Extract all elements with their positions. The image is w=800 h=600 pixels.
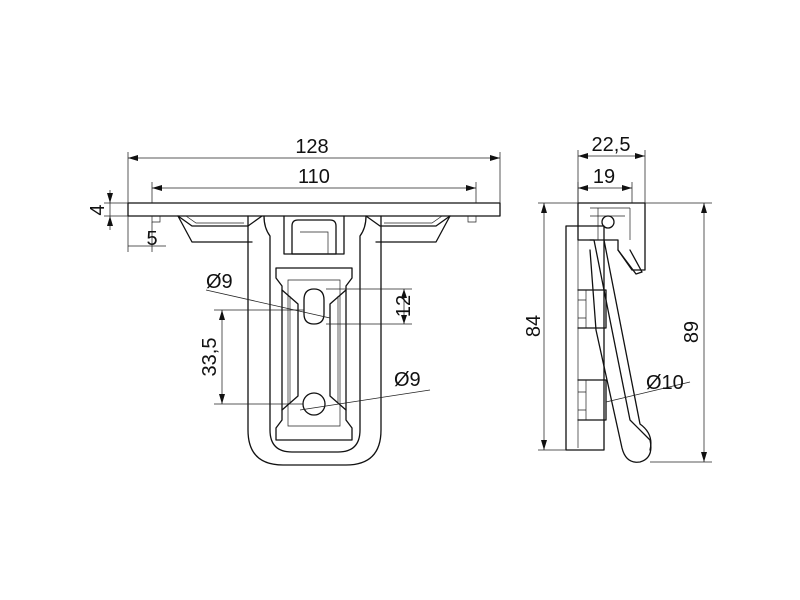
lower-hole xyxy=(302,392,326,416)
flange-saddle-left-inner xyxy=(185,215,244,224)
dim-hole-upper: Ø9 xyxy=(206,271,233,293)
latch-plate-inner xyxy=(287,279,341,427)
side-back-plate xyxy=(565,225,605,451)
side-head-pin xyxy=(601,215,615,229)
dim-height-total: 89 xyxy=(681,321,703,343)
flange-saddle-right-inner xyxy=(384,215,443,224)
side-view: 22,5 19 84 89 Ø10 xyxy=(523,134,712,463)
catch-window xyxy=(291,219,337,255)
flange-saddle-right xyxy=(365,215,451,227)
dim-overall-width: 128 xyxy=(295,136,328,158)
dim-hole-spacing: 33,5 xyxy=(199,338,221,377)
dim-bolt-pitch: 110 xyxy=(298,166,330,188)
side-handle xyxy=(589,239,652,463)
side-hook xyxy=(617,249,643,275)
dim-slot-length: 12 xyxy=(393,295,415,317)
flange-saddle-left xyxy=(177,215,263,227)
dim-height-inner: 84 xyxy=(523,315,545,337)
side-step-lower xyxy=(577,379,607,421)
flange-tab-left xyxy=(151,216,161,223)
side-step-upper xyxy=(577,289,607,329)
housing-outer xyxy=(247,215,382,466)
side-step-marks xyxy=(578,290,587,420)
side-head-inner xyxy=(590,207,631,240)
dim-depth-total: 22,5 xyxy=(592,134,631,156)
catch-inner-line xyxy=(300,231,329,254)
dim-flange-thickness: 4 xyxy=(87,204,109,215)
dim-handle-diameter: Ø10 xyxy=(646,372,684,394)
side-handle-outer xyxy=(603,239,652,451)
housing-inner xyxy=(263,215,367,453)
latch-plate xyxy=(275,267,353,441)
flange-tab-right xyxy=(467,216,477,223)
upper-slot-hole xyxy=(303,288,325,325)
flange-plate xyxy=(127,202,501,217)
front-view: 128 110 4 5 Ø9 12 33 xyxy=(87,136,501,466)
dim-hole-lower: Ø9 xyxy=(394,369,421,391)
dim-edge-offset: 5 xyxy=(146,228,157,250)
flange-rib-right xyxy=(375,215,451,243)
flange-rib-left xyxy=(177,215,253,243)
dim-depth-inner: 19 xyxy=(593,166,615,188)
